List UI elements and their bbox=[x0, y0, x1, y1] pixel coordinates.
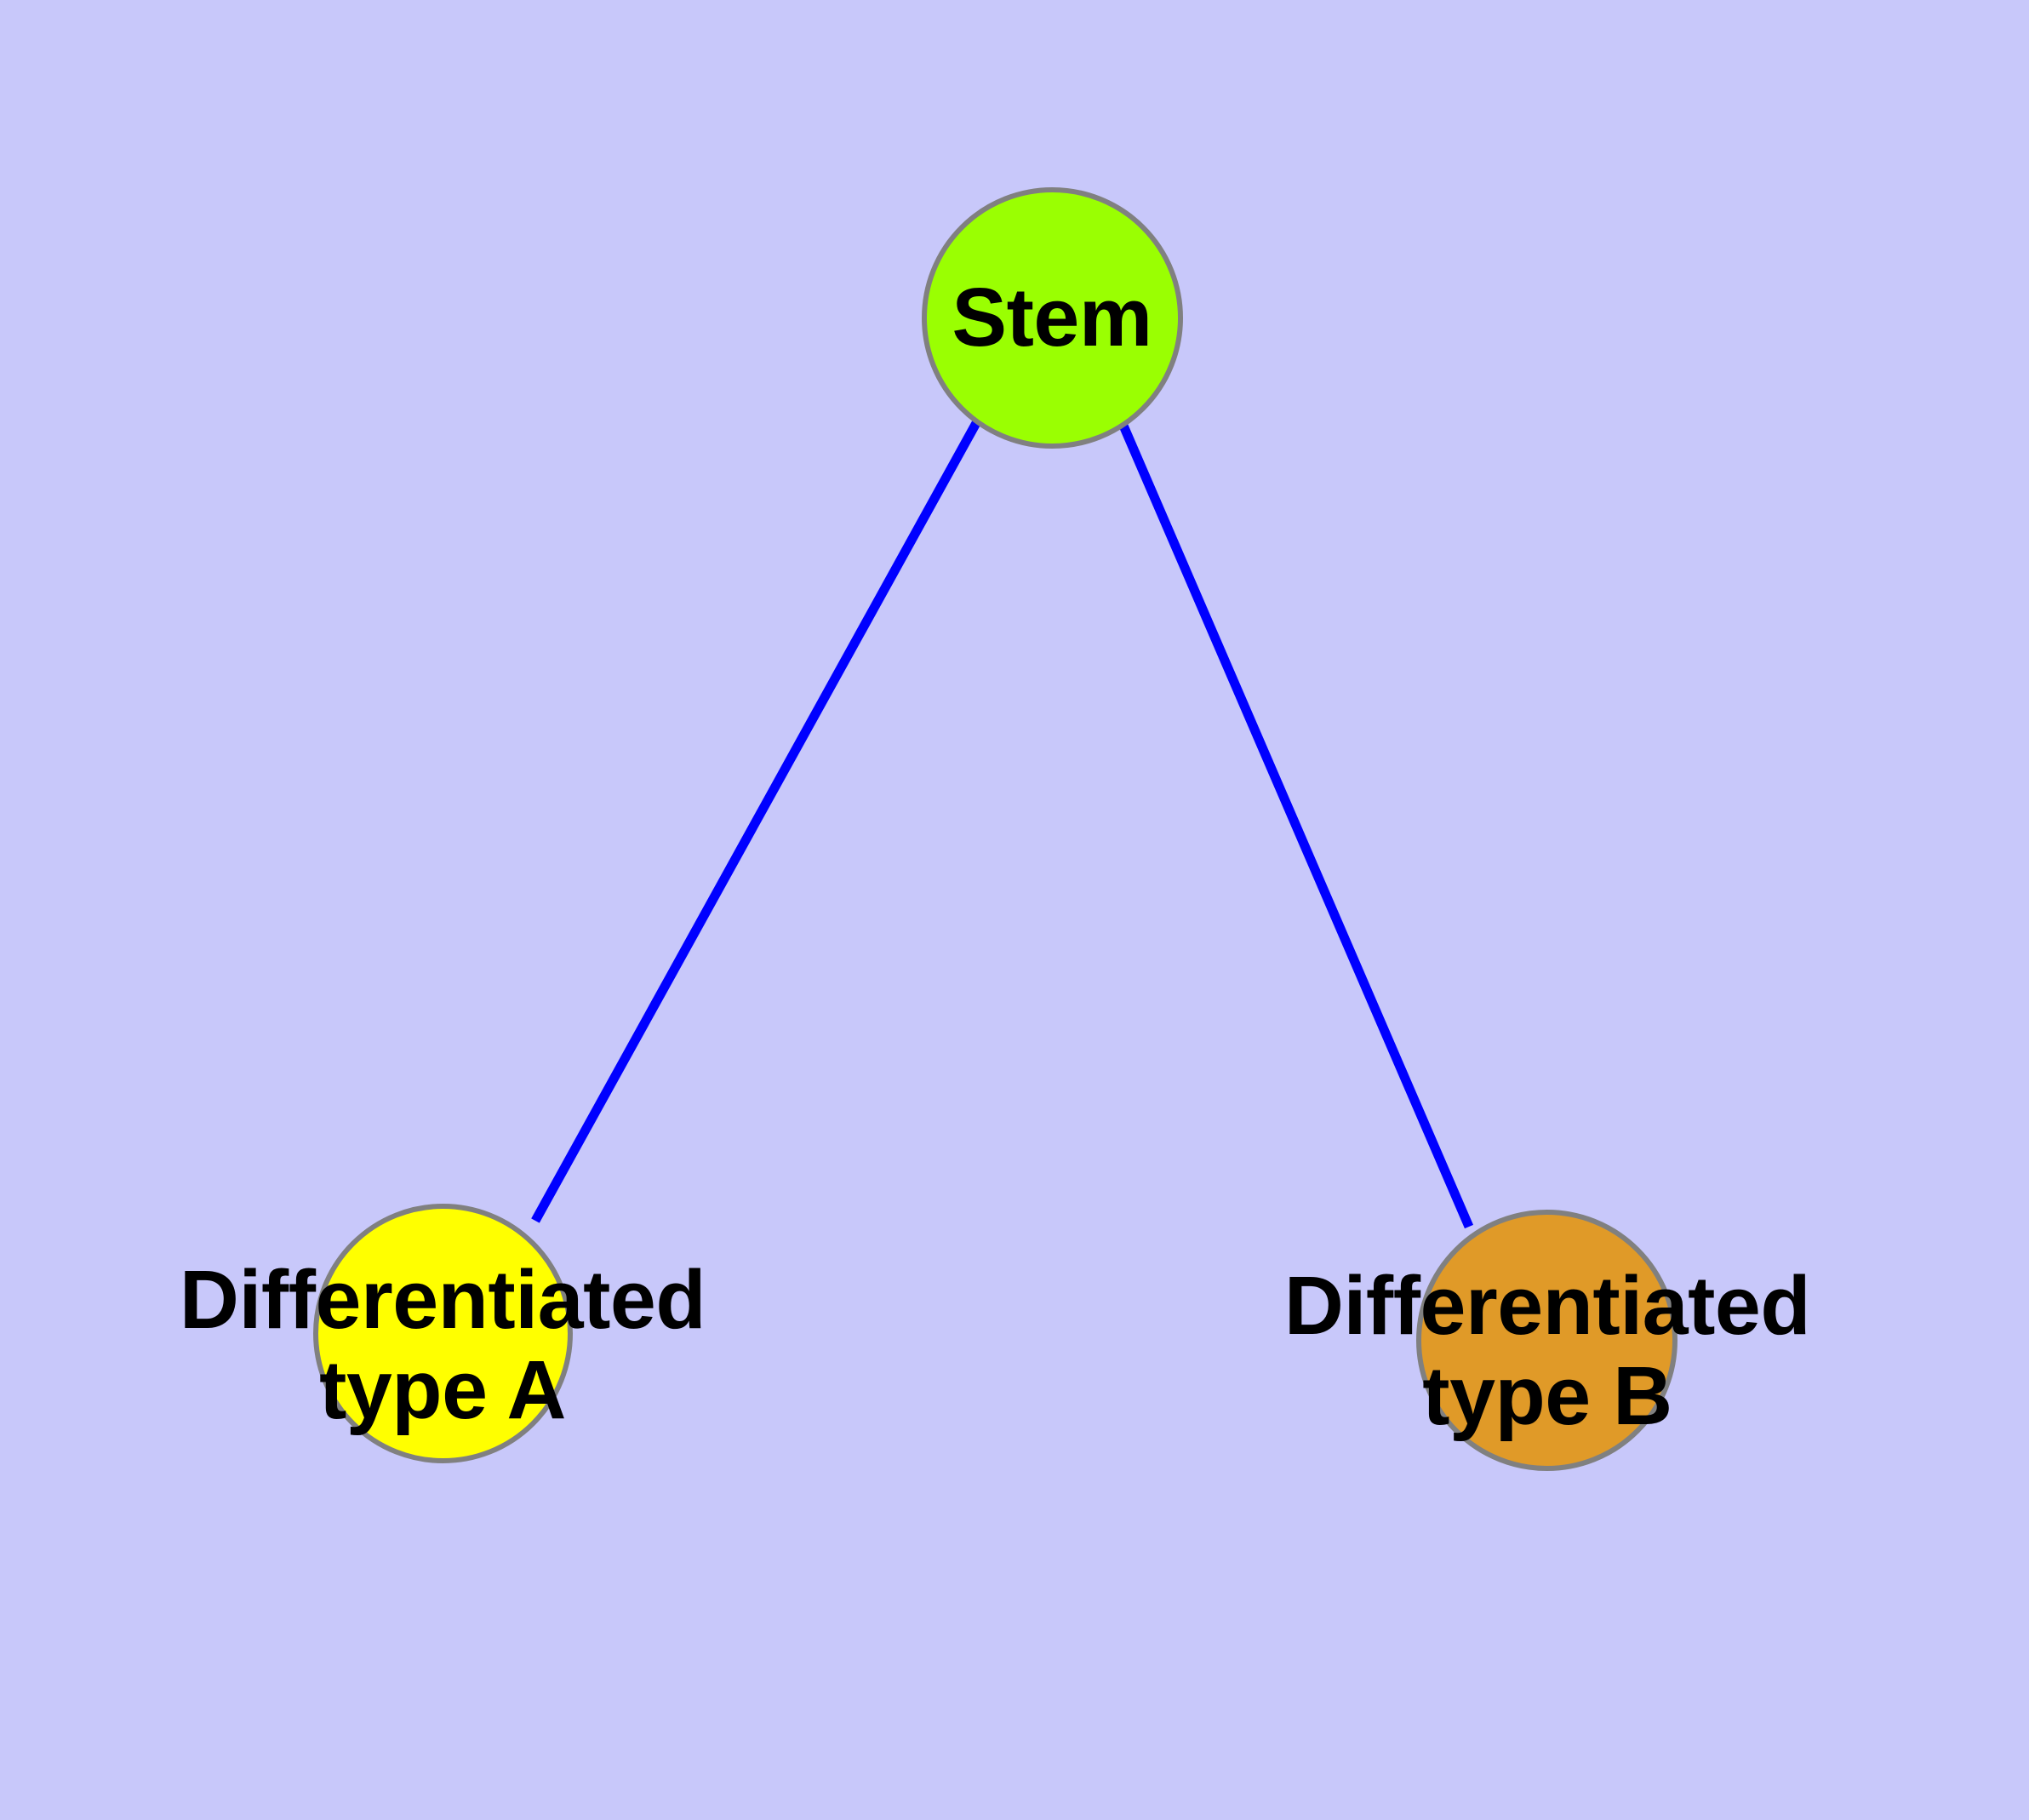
edge-stem-to-differentiated-type-b[interactable] bbox=[1118, 423, 1474, 1229]
edge-stem-to-differentiated-type-a[interactable] bbox=[531, 421, 980, 1223]
node-stem[interactable] bbox=[922, 187, 1183, 449]
node-differentiated-type-a[interactable] bbox=[313, 1204, 573, 1463]
node-differentiated-type-b[interactable] bbox=[1416, 1210, 1677, 1471]
